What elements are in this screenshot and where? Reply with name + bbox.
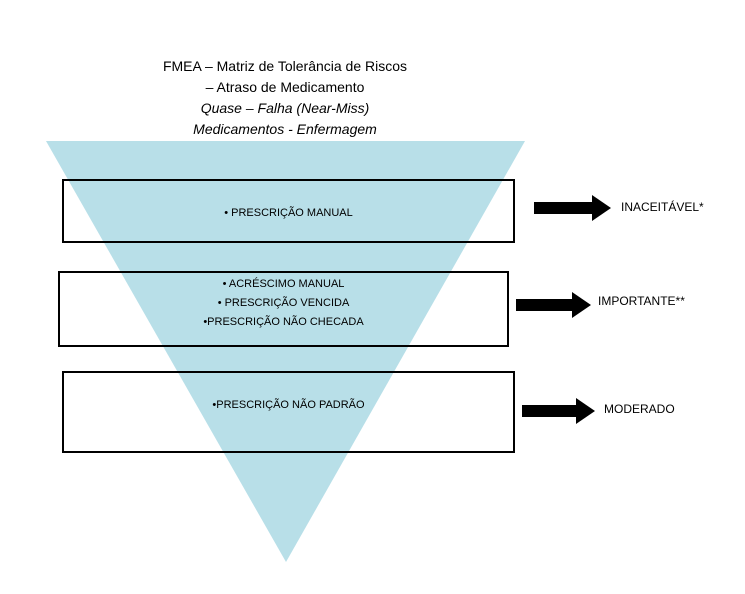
risk-box-important: • ACRÉSCIMO MANUAL • PRESCRIÇÃO VENCIDA … [58,271,509,347]
risk-item: •PRESCRIÇÃO NÃO PADRÃO [212,399,365,411]
level-label-unacceptable: INACEITÁVEL* [621,200,704,214]
risk-box-moderate: •PRESCRIÇÃO NÃO PADRÃO [62,371,515,453]
diagram-title: FMEA – Matriz de Tolerância de Riscos – … [150,56,420,140]
title-line-3: Quase – Falha (Near-Miss) [200,100,370,116]
risk-item: • PRESCRIÇÃO VENCIDA [217,297,350,309]
triangle-shape [46,141,525,562]
arrow-right-icon [516,292,591,318]
title-line-4: Medicamentos - Enfermagem [193,121,377,137]
risk-item: •PRESCRIÇÃO NÃO CHECADA [203,316,364,328]
risk-item: • PRESCRIÇÃO MANUAL [224,207,353,219]
title-line-1: FMEA – Matriz de Tolerância de Riscos [162,58,408,74]
level-label-moderate: MODERADO [604,402,675,416]
arrow-right-icon [534,195,611,221]
risk-box-unacceptable: • PRESCRIÇÃO MANUAL [62,179,515,243]
arrow-right-icon [522,398,595,424]
title-line-2: – Atraso de Medicamento [205,79,365,95]
level-label-important: IMPORTANTE** [598,294,685,308]
risk-item: • ACRÉSCIMO MANUAL [222,278,345,290]
